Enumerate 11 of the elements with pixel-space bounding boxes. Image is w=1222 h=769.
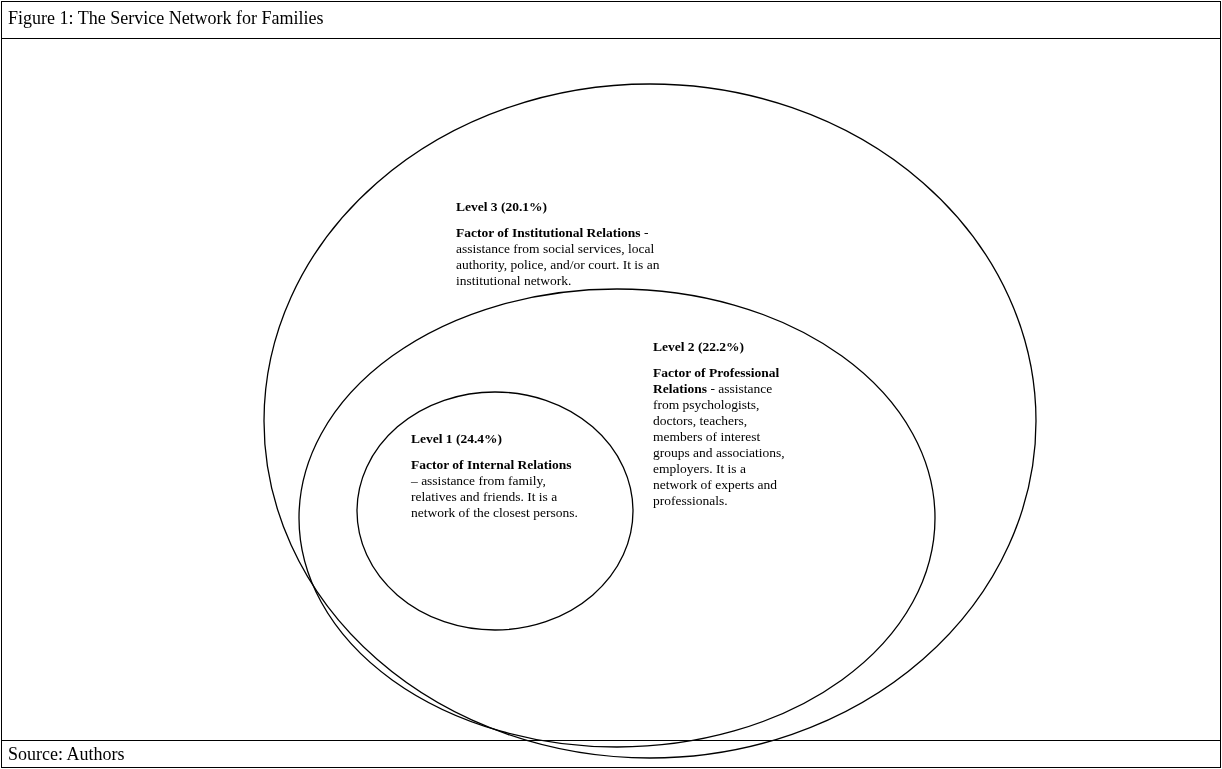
level-ellipse	[356, 391, 634, 631]
level-ellipse	[263, 83, 1037, 759]
level-heading: Level 3 (20.1%)	[456, 199, 549, 215]
figure-title: Figure 1: The Service Network for Families	[8, 8, 324, 29]
level-description: Factor of Internal Relations – assistance from family, relatives and friends. It is a network of the closest persons.	[411, 457, 579, 521]
source-note: Source: Authors	[8, 744, 125, 765]
level-description: Factor of Professional Relations - assistance from psychologists, doctors, teachers, members of interest groups and associations, employers. It is a network of experts and professionals.	[653, 365, 786, 509]
level-ellipse	[298, 288, 936, 748]
level-heading: Level 1 (24.4%)	[411, 431, 504, 447]
level-description: Factor of Institutional Relations - assistance from social services, local authority, police, and/or court. It is an institutional network.	[456, 225, 661, 289]
level-heading: Level 2 (22.2%)	[653, 339, 746, 355]
